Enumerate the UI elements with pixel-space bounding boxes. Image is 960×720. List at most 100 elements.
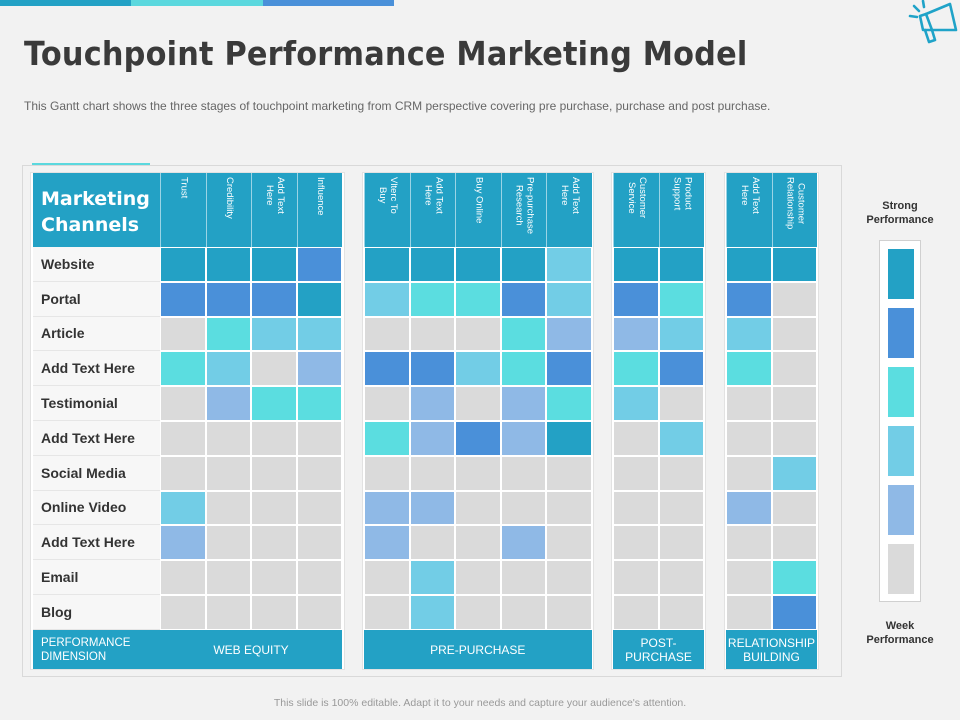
- heatmap-cell: [251, 455, 297, 491]
- row-label: Testimonial: [33, 386, 160, 421]
- heatmap-cell: [771, 560, 817, 595]
- column-header: Add Text Here: [726, 173, 772, 247]
- column-header-label: Trust: [178, 177, 190, 199]
- heatmap-cell: [251, 386, 297, 421]
- heatmap-cell: [296, 595, 342, 630]
- heatmap-cell: [658, 316, 704, 352]
- heatmap-cell: [658, 595, 704, 630]
- heatmap-cell: [658, 247, 704, 282]
- top-accent-bar: [0, 0, 394, 6]
- heatmap-cell: [726, 281, 772, 317]
- heatmap-cell: [364, 595, 410, 630]
- column-header: Add Text Here: [546, 173, 592, 247]
- heatmap-cell: [160, 247, 206, 282]
- heatmap-cell: [296, 247, 342, 282]
- performance-dimension-label: PERFORMANCE DIMENSION: [33, 630, 160, 669]
- column-header: Product Support: [658, 173, 704, 247]
- heatmap-cell: [500, 455, 546, 491]
- heatmap-cell: [205, 421, 251, 456]
- heatmap-cell: [251, 595, 297, 630]
- heatmap-cell: [364, 525, 410, 561]
- heatmap-cell: [546, 490, 592, 526]
- heatmap-cell: [455, 316, 501, 352]
- heatmap-cell: [160, 560, 206, 595]
- legend-scale: [879, 240, 921, 602]
- heatmap-cell: [658, 351, 704, 387]
- heatmap-cell: [613, 525, 659, 561]
- heatmap-cell: [613, 351, 659, 387]
- legend-swatch: [888, 308, 914, 358]
- row-label: Email: [33, 560, 160, 595]
- heatmap-cell: [546, 595, 592, 630]
- legend-swatch: [888, 426, 914, 476]
- heatmap-cell: [364, 386, 410, 421]
- heatmap-cell: [613, 316, 659, 352]
- heatmap-cell: [500, 595, 546, 630]
- column-header-label: Influence: [314, 177, 326, 216]
- column-header-label: Add Text Here: [422, 177, 445, 214]
- heatmap-cell: [205, 560, 251, 595]
- heatmap-cell: [500, 525, 546, 561]
- heatmap-cell: [500, 351, 546, 387]
- heatmap-cell: [658, 281, 704, 317]
- heatmap-cell: [409, 281, 455, 317]
- heatmap-cell: [455, 455, 501, 491]
- heatmap-cell: [455, 490, 501, 526]
- column-header: Vlterc To Buy: [364, 173, 410, 247]
- heatmap-cell: [409, 595, 455, 630]
- column-header: Customer Relationship: [771, 173, 817, 247]
- heatmap-cell: [658, 421, 704, 456]
- heatmap-cell: [205, 490, 251, 526]
- heatmap-cell: [771, 490, 817, 526]
- heatmap-cell: [160, 455, 206, 491]
- row-label: Add Text Here: [33, 421, 160, 456]
- heatmap-cell: [409, 560, 455, 595]
- corner-header-label: Marketing Channels: [33, 173, 160, 247]
- column-header-label: Product Support: [671, 177, 694, 211]
- group-label: PRE-PURCHASE: [364, 630, 592, 669]
- column-header: Credibility: [205, 173, 251, 247]
- legend-swatch: [888, 249, 914, 299]
- heatmap-cell: [205, 595, 251, 630]
- group-label: POST- PURCHASE: [613, 630, 704, 669]
- heatmap-cell: [251, 351, 297, 387]
- heatmap-cell: [500, 281, 546, 317]
- column-header: Pre-purchase Research: [500, 173, 546, 247]
- heatmap-cell: [205, 386, 251, 421]
- heatmap-cell: [296, 386, 342, 421]
- group-label: RELATIONSHIP BUILDING: [726, 630, 817, 669]
- heatmap-cell: [364, 455, 410, 491]
- heatmap-cell: [160, 386, 206, 421]
- heatmap-cell: [364, 281, 410, 317]
- heatmap-cell: [500, 421, 546, 456]
- heatmap-cell: [771, 421, 817, 456]
- heatmap-cell: [205, 316, 251, 352]
- heatmap-cell: [251, 560, 297, 595]
- heatmap-cell: [251, 421, 297, 456]
- heatmap-cell: [726, 247, 772, 282]
- column-header-label: Add Text Here: [558, 177, 581, 214]
- column-header-label: Add Text Here: [263, 177, 286, 214]
- legend-swatch: [888, 485, 914, 535]
- group-label: WEB EQUITY: [160, 630, 342, 669]
- heatmap-cell: [409, 421, 455, 456]
- heatmap-cell: [296, 455, 342, 491]
- heatmap-cell: [726, 386, 772, 421]
- heatmap-cell: [546, 386, 592, 421]
- heatmap-cell: [500, 386, 546, 421]
- heatmap-cell: [251, 525, 297, 561]
- heatmap-cell: [613, 490, 659, 526]
- heatmap-cell: [546, 281, 592, 317]
- heatmap-cell: [455, 247, 501, 282]
- footer-note: This slide is 100% editable. Adapt it to…: [273, 697, 687, 709]
- legend-weak-label: Week Performance: [866, 620, 934, 646]
- row-label: Add Text Here: [33, 525, 160, 561]
- heatmap-cell: [251, 247, 297, 282]
- heatmap-cell: [364, 316, 410, 352]
- heatmap-cell: [500, 247, 546, 282]
- heatmap-cell: [658, 560, 704, 595]
- heatmap-cell: [160, 421, 206, 456]
- heatmap-cell: [364, 490, 410, 526]
- heatmap-cell: [613, 455, 659, 491]
- column-header-label: Customer Relationship: [784, 177, 807, 230]
